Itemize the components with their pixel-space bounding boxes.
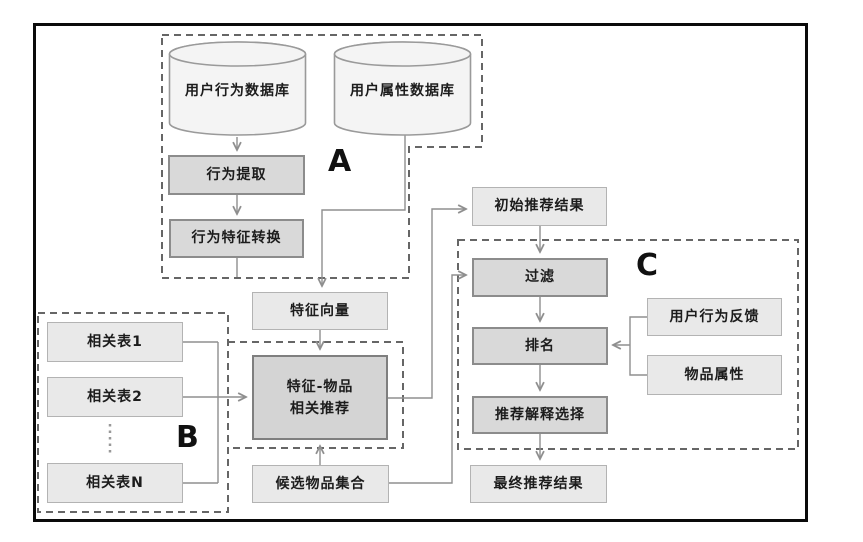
node-label: 相关表1 <box>87 333 143 350</box>
node-label: 初始推荐结果 <box>494 198 585 215</box>
node-label-line2: 相关推荐 <box>290 400 350 417</box>
node-label: 用户行为数据库 <box>185 83 290 99</box>
node-final-results: 最终推荐结果 <box>470 465 607 503</box>
node-label: 相关表N <box>86 474 144 491</box>
node-user-behavior-feedback: 用户行为反馈 <box>647 298 782 336</box>
database-cylinder-icon <box>333 41 472 136</box>
node-related-table-2: 相关表2 <box>47 377 183 417</box>
node-label: 用户属性数据库 <box>350 83 455 99</box>
node-label: 最终推荐结果 <box>493 475 584 492</box>
group-a-label: A <box>328 144 352 179</box>
node-label: 用户行为反馈 <box>669 308 760 325</box>
node-related-table-n: 相关表N <box>47 463 183 503</box>
node-feature-item-recommendation: 特征-物品 相关推荐 <box>252 355 388 440</box>
node-feature-vector: 特征向量 <box>252 292 388 330</box>
group-b-outline <box>37 312 229 513</box>
node-label: 过滤 <box>525 269 555 286</box>
group-a-outline <box>161 34 483 279</box>
node-candidate-item-set: 候选物品集合 <box>252 465 389 503</box>
node-label: 行为特征转换 <box>191 230 282 247</box>
connector-attributedb-to-featurevector <box>322 134 406 286</box>
node-label: 候选物品集合 <box>275 475 366 492</box>
node-item-attributes: 物品属性 <box>647 355 782 395</box>
node-related-table-1: 相关表1 <box>47 322 183 362</box>
node-label: 排名 <box>525 337 555 354</box>
node-label: 相关表2 <box>87 388 143 405</box>
node-user-attribute-db: 用户属性数据库 <box>333 40 472 137</box>
connector-feedback-attributes-join <box>629 316 647 376</box>
node-label: 推荐解释选择 <box>495 406 585 423</box>
node-label-line1: 特征-物品 <box>286 378 354 395</box>
node-label: 行为提取 <box>206 166 267 183</box>
database-cylinder-icon <box>168 41 307 136</box>
node-behavior-feature-transform: 行为特征转换 <box>169 219 304 258</box>
connector-candidates-to-filter <box>389 275 466 484</box>
group-c-label: C <box>636 248 659 283</box>
node-filter: 过滤 <box>472 258 608 297</box>
node-ranking: 排名 <box>472 327 608 365</box>
node-explanation-selection: 推荐解释选择 <box>472 396 608 434</box>
node-behavior-extraction: 行为提取 <box>168 155 305 195</box>
node-label: 特征向量 <box>290 302 350 319</box>
node-user-behavior-db: 用户行为数据库 <box>168 40 307 137</box>
connector-featureitem-to-initialresults <box>388 209 466 399</box>
node-initial-results: 初始推荐结果 <box>472 187 607 226</box>
flowchart-frame <box>33 23 808 522</box>
group-b-label: B <box>176 420 199 455</box>
node-label: 物品属性 <box>684 366 745 383</box>
